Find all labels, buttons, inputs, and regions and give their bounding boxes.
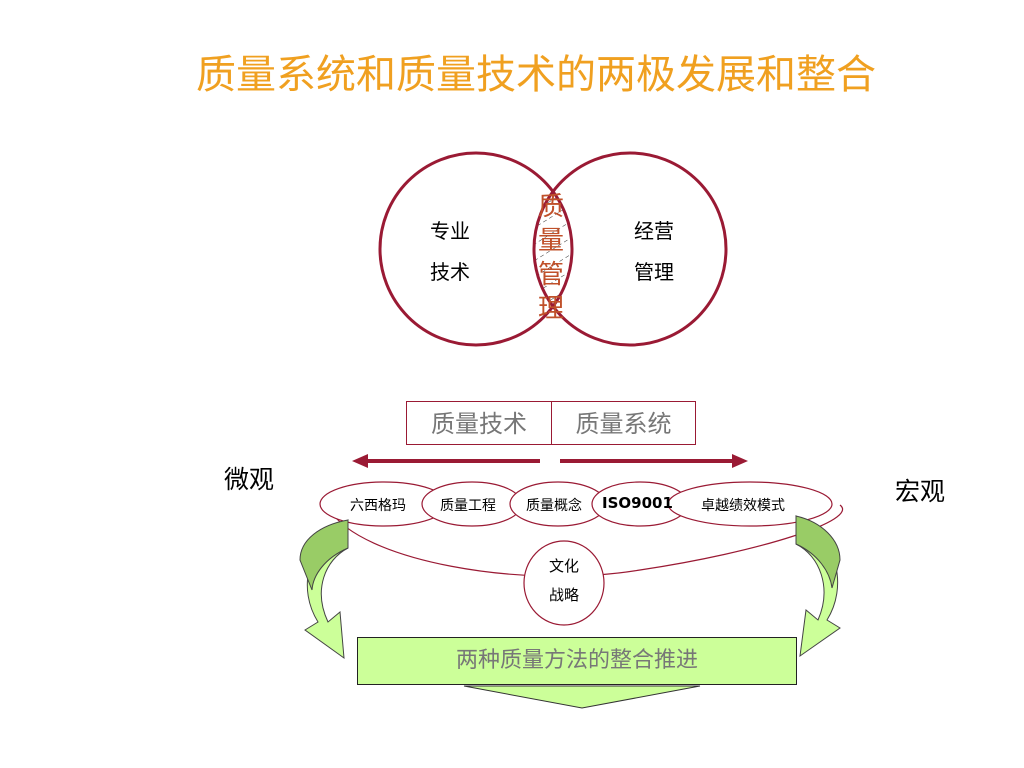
arrow-left-head	[352, 454, 368, 468]
loop-curve	[329, 504, 843, 577]
left-curved-arrow-shade	[299, 519, 349, 591]
chain-label-excellence: 卓越绩效模式	[701, 498, 785, 514]
venn-left-circle	[378, 151, 574, 347]
venn-right-circle	[532, 151, 728, 347]
strategy-label: 战略	[548, 586, 579, 604]
venn-left-label-1: 专业	[430, 219, 470, 243]
chain-label-quality-engineering: 质量工程	[440, 498, 496, 514]
macro-label: 宏观	[895, 477, 946, 506]
venn-right-label-1: 经营	[634, 219, 674, 243]
right-curved-arrow-shade	[795, 515, 841, 589]
chain-label-iso9001: ISO9001	[602, 494, 673, 512]
direction-arrows	[352, 454, 748, 468]
venn-center-char: 质	[537, 192, 564, 222]
integration-banner: 两种质量方法的整合推进	[357, 637, 797, 685]
venn-center-char: 管	[537, 260, 564, 290]
method-chain	[319, 481, 833, 527]
culture-strategy-circle	[523, 540, 605, 626]
quality-system-box: 质量系统	[551, 401, 696, 445]
chain-label-quality-concept: 质量概念	[526, 498, 582, 514]
down-arrow	[463, 685, 701, 709]
venn-right-label-2: 管理	[634, 260, 674, 284]
venn-center-char: 理	[537, 294, 564, 324]
chain-ellipse-excellence	[667, 481, 833, 527]
chain-label-six-sigma: 六西格玛	[350, 498, 406, 514]
venn-diagram	[378, 151, 728, 347]
arrow-right-head	[732, 454, 748, 468]
venn-center-char: 量	[537, 226, 564, 256]
quality-technology-box: 质量技术	[406, 401, 552, 445]
venn-center-label: 质 量 管 理	[531, 190, 571, 326]
page-title: 质量系统和质量技术的两极发展和整合	[196, 52, 876, 98]
micro-label: 微观	[224, 465, 275, 494]
venn-left-label-2: 技术	[430, 260, 470, 284]
culture-label: 文化	[548, 557, 579, 575]
